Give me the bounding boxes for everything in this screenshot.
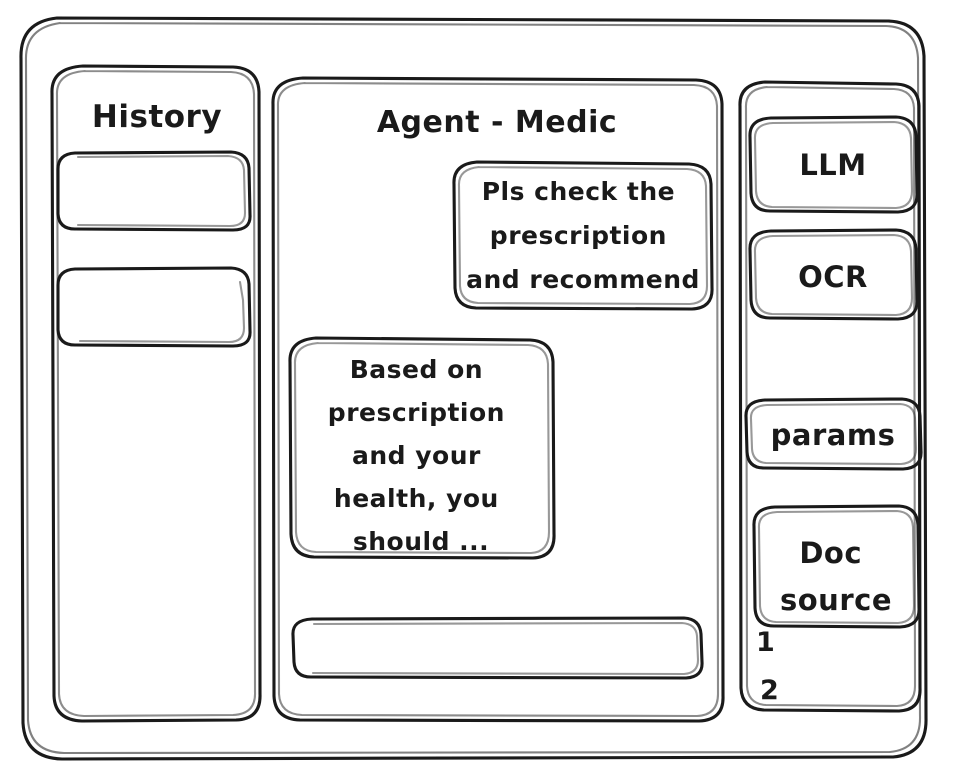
list-item[interactable] (56, 266, 252, 348)
message-text: Based on prescription and your health, y… (328, 355, 514, 556)
message-bubble-assistant: Based on prescription and your health, y… (288, 336, 556, 560)
message-bubble-user: Pls check the prescription and recommend (452, 160, 714, 311)
source-list: 1 2 (756, 627, 779, 706)
message-input[interactable] (291, 616, 704, 680)
tool-button-doc-source[interactable]: Doc source (752, 504, 921, 629)
tool-button-label: OCR (798, 260, 868, 294)
tool-button-label: LLM (799, 148, 866, 182)
tool-button-label: Doc source (780, 536, 892, 617)
agent-title: Agent - Medic (377, 105, 617, 140)
source-list-item[interactable]: 1 (756, 627, 775, 658)
tool-button-llm[interactable]: LLM (748, 115, 919, 214)
tool-button-label: params (771, 418, 896, 452)
message-text: Pls check the prescription and recommend (466, 177, 700, 294)
window-frame (19, 16, 928, 761)
source-list-item[interactable]: 2 (760, 675, 779, 706)
tool-button-params[interactable]: params (744, 397, 923, 471)
page-title: History (92, 99, 222, 135)
tool-button-ocr[interactable]: OCR (748, 228, 919, 321)
tools-panel: LLM OCR params Doc source 1 2 (738, 80, 923, 713)
conversation-panel: Agent - Medic Pls check the prescription… (271, 76, 725, 723)
history-panel: History (50, 64, 262, 723)
list-item[interactable] (56, 150, 252, 232)
